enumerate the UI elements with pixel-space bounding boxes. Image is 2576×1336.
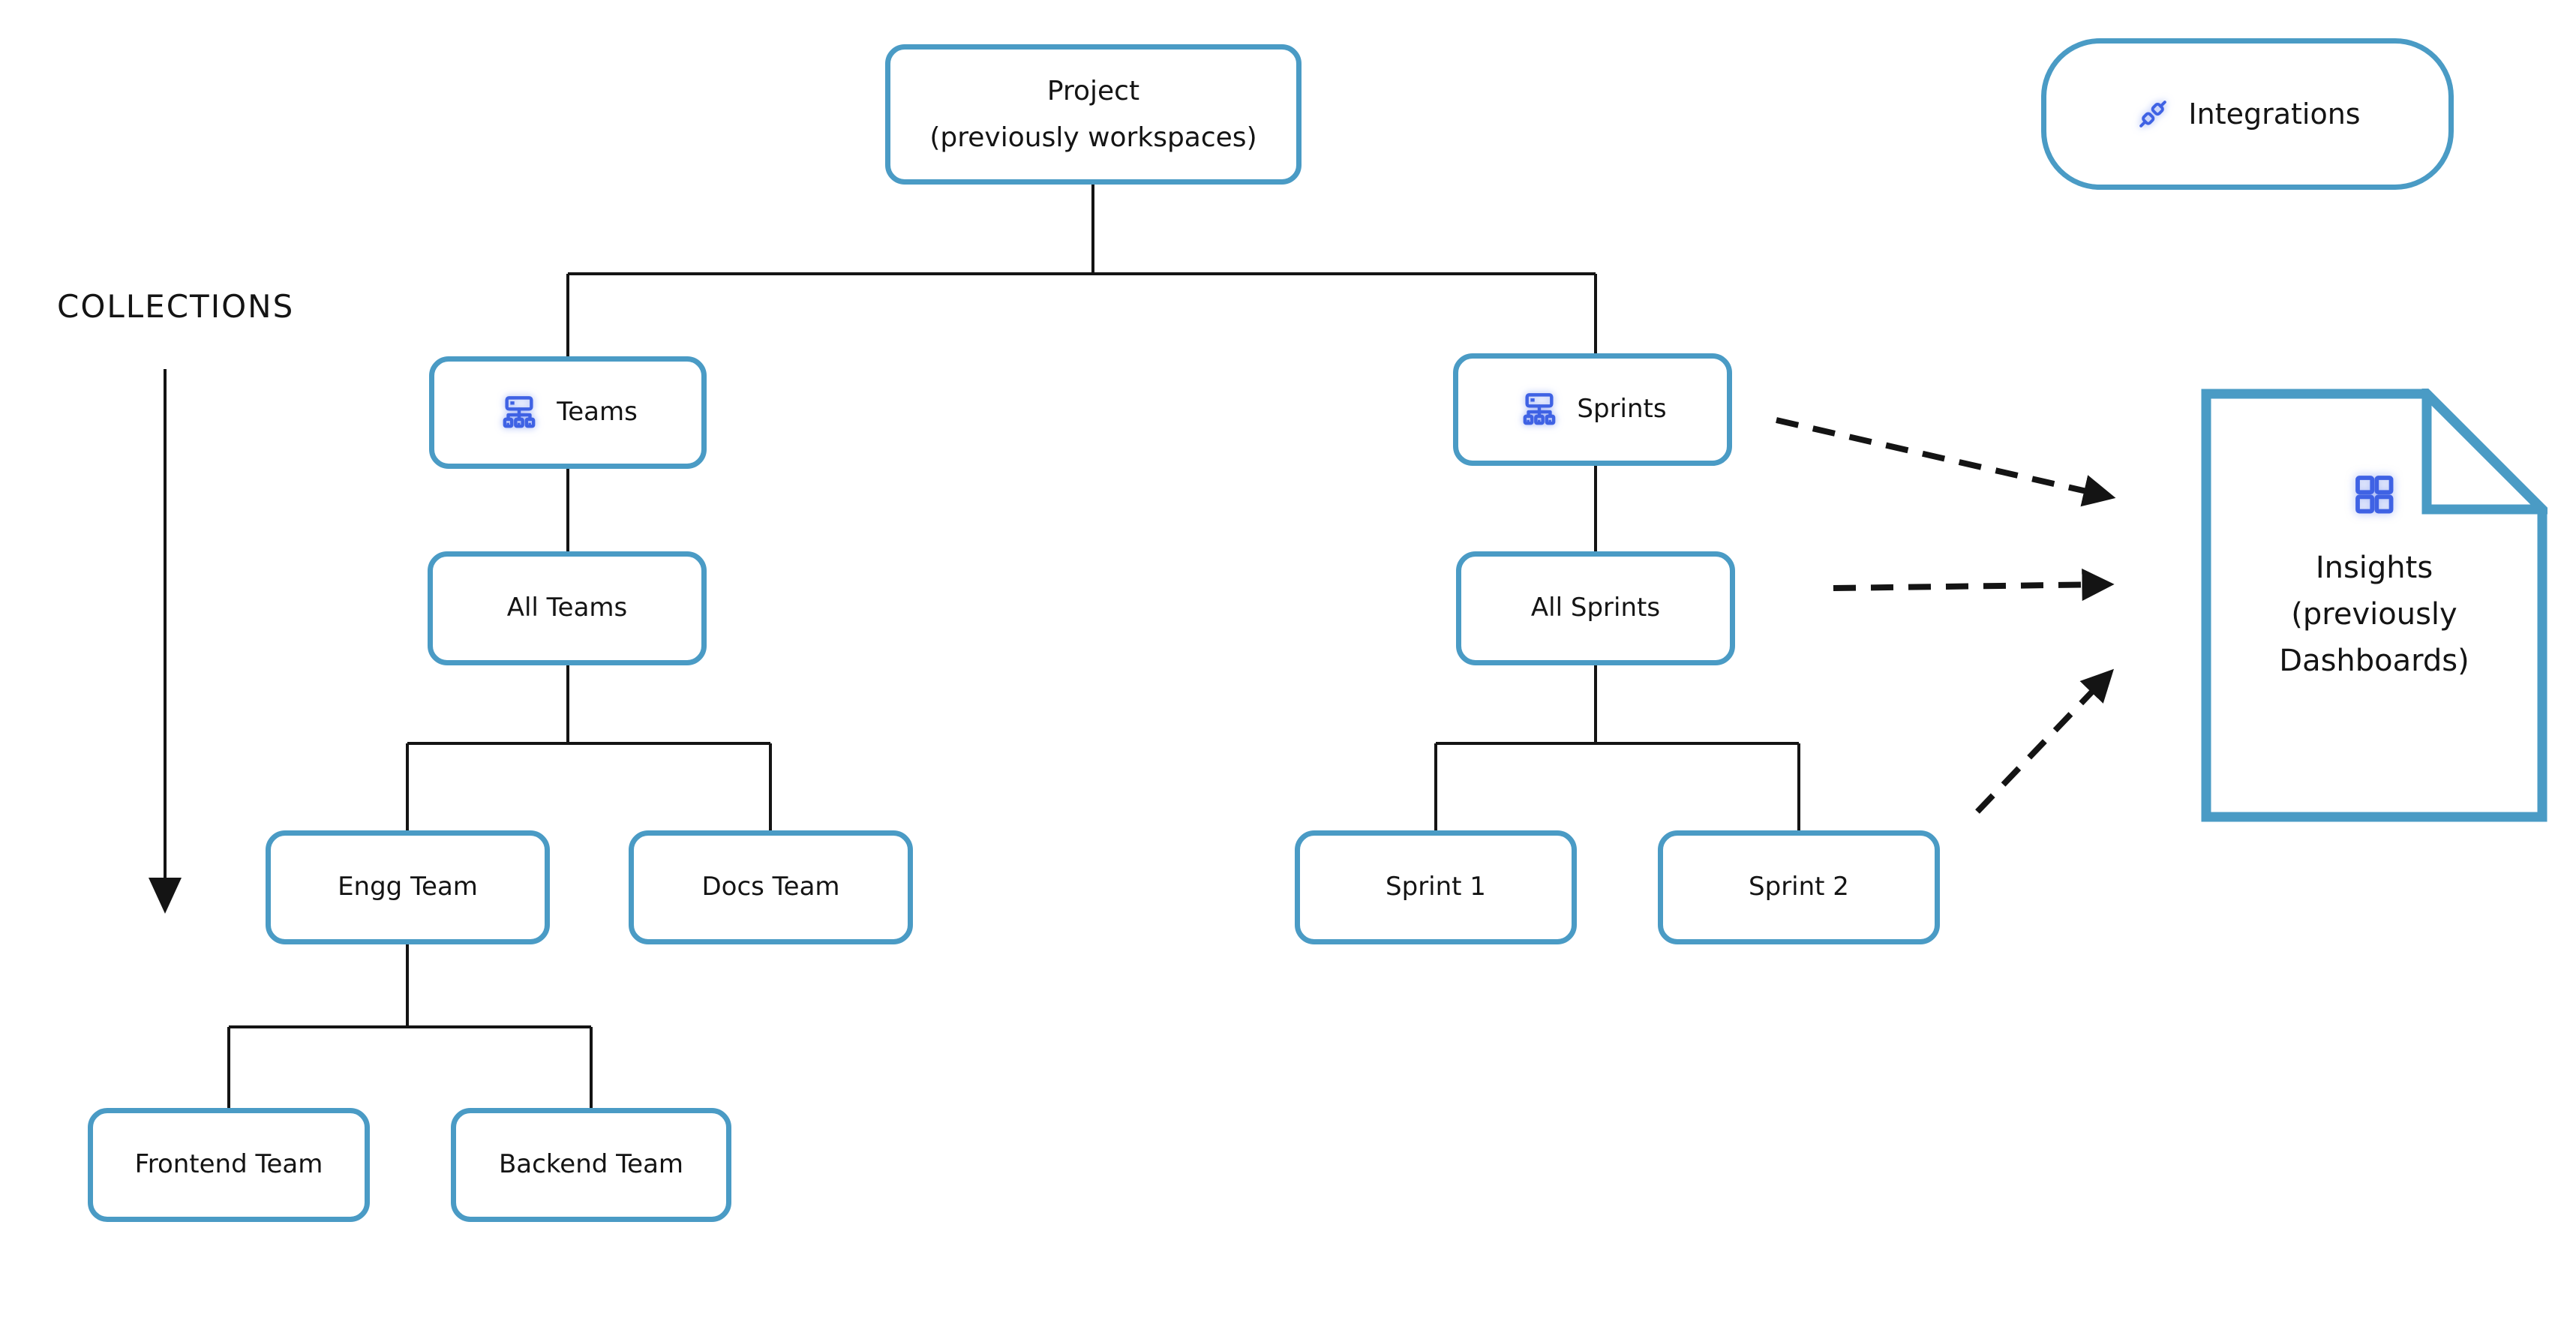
node-backend-team-label: Backend Team bbox=[498, 1149, 684, 1180]
node-sprint-1-label: Sprint 1 bbox=[1386, 872, 1486, 902]
node-all-sprints: All Sprints bbox=[1456, 551, 1735, 665]
node-integrations-label: Integrations bbox=[2188, 97, 2361, 131]
node-frontend-team: Frontend Team bbox=[88, 1108, 370, 1222]
node-teams: Teams bbox=[429, 356, 707, 469]
node-project: Project (previously workspaces) bbox=[885, 44, 1302, 185]
node-all-sprints-label: All Sprints bbox=[1530, 593, 1661, 623]
node-insights-label: Insights (previously Dashboards) bbox=[2279, 551, 2469, 678]
node-frontend-team-label: Frontend Team bbox=[134, 1149, 323, 1180]
node-backend-team: Backend Team bbox=[451, 1108, 731, 1222]
plug-icon bbox=[2134, 95, 2172, 133]
node-engg-team-label: Engg Team bbox=[338, 872, 478, 902]
node-sprints: Sprints bbox=[1453, 353, 1732, 466]
node-teams-label: Teams bbox=[557, 397, 638, 428]
node-docs-team: Docs Team bbox=[629, 830, 913, 944]
collections-label: COLLECTIONS bbox=[57, 288, 295, 325]
node-sprint-1: Sprint 1 bbox=[1295, 830, 1577, 944]
grid-icon bbox=[2349, 470, 2399, 522]
node-project-label: Project (previously workspaces) bbox=[929, 76, 1257, 153]
document-outline bbox=[2201, 389, 2547, 822]
node-integrations: Integrations bbox=[2041, 38, 2454, 190]
org-chart-icon bbox=[1518, 389, 1560, 431]
node-sprints-label: Sprints bbox=[1577, 394, 1667, 425]
node-docs-team-label: Docs Team bbox=[701, 872, 840, 902]
node-insights-document: Insights (previously Dashboards) bbox=[2201, 389, 2547, 822]
org-chart-icon bbox=[498, 392, 540, 434]
node-all-teams-label: All Teams bbox=[506, 593, 628, 623]
folded-corner bbox=[2421, 389, 2547, 515]
node-sprint-2: Sprint 2 bbox=[1658, 830, 1940, 944]
node-engg-team: Engg Team bbox=[266, 830, 550, 944]
node-sprint-2-label: Sprint 2 bbox=[1749, 872, 1849, 902]
node-all-teams: All Teams bbox=[428, 551, 707, 665]
